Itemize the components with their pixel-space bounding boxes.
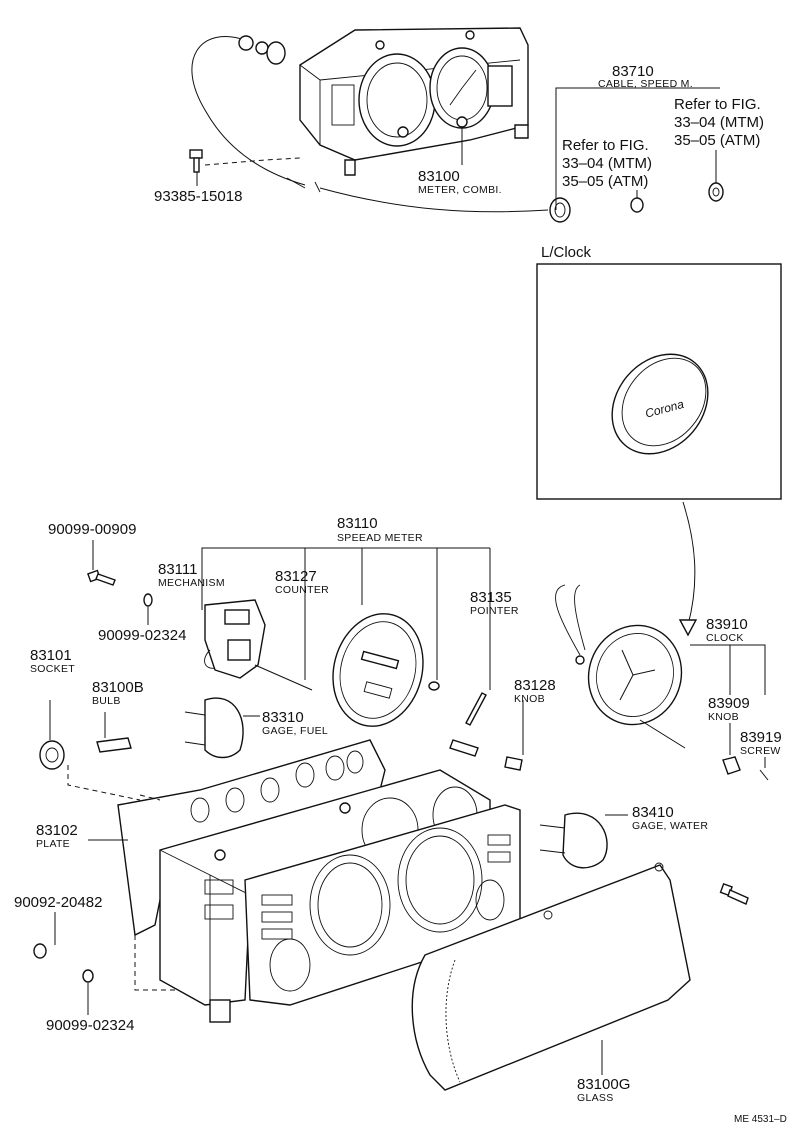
part-number-90092-20482: 90092-20482 bbox=[14, 894, 102, 911]
part-number-90099-00909: 90099-00909 bbox=[48, 521, 136, 538]
fig-reference-b-line1: Refer to FIG. bbox=[674, 96, 761, 113]
fig-reference-b-line3: 35–05 (ATM) bbox=[674, 132, 760, 149]
part-number-83909: 83909 bbox=[708, 695, 750, 712]
pointer-83135-icon bbox=[465, 692, 487, 726]
part-caption-83100G: GLASS bbox=[577, 1092, 614, 1104]
bulb-83100b-icon bbox=[96, 737, 132, 753]
part-caption-83102: PLATE bbox=[36, 838, 70, 850]
part-caption-83410: GAGE, WATER bbox=[632, 820, 708, 832]
glass-83100g-icon bbox=[411, 862, 691, 1091]
part-number-83919: 83919 bbox=[740, 729, 782, 746]
knob-83909-icon bbox=[722, 756, 741, 775]
part-caption-83100B: BULB bbox=[92, 695, 121, 707]
part-caption-83100: METER, COMBI. bbox=[418, 184, 502, 196]
fig-reference-b-line2: 33–04 (MTM) bbox=[674, 114, 764, 131]
part-number-83135: 83135 bbox=[470, 589, 512, 606]
part-number-83127: 83127 bbox=[275, 568, 317, 585]
part-number-83100G: 83100G bbox=[577, 1076, 630, 1093]
grommet-icon bbox=[708, 182, 724, 202]
part-caption-83710: CABLE, SPEED M. bbox=[598, 78, 693, 90]
socket-83101-icon bbox=[39, 740, 65, 770]
l-clock-title: L/Clock bbox=[541, 244, 592, 261]
fig-reference-a-line2: 33–04 (MTM) bbox=[562, 155, 652, 172]
part-number-83128: 83128 bbox=[514, 677, 556, 694]
clock-83910-icon bbox=[555, 584, 686, 749]
glass-screw-icon bbox=[719, 882, 749, 905]
washer-icon bbox=[143, 593, 153, 607]
part-caption-83909: KNOB bbox=[708, 711, 739, 723]
mechanism-83111-icon bbox=[204, 599, 313, 691]
part-number-83710: 83710 bbox=[612, 63, 654, 80]
speedometer-dial-icon bbox=[332, 613, 424, 727]
bolt-93385-icon bbox=[189, 149, 203, 173]
grommet-icon bbox=[630, 197, 644, 213]
fig-reference-a-line1: Refer to FIG. bbox=[562, 137, 649, 154]
part-number-83111: 83111 bbox=[158, 561, 198, 578]
part-number-90099-02324-a: 90099-02324 bbox=[98, 627, 186, 644]
part-number-83110: 83110 bbox=[337, 515, 378, 532]
part-caption-83910: CLOCK bbox=[706, 632, 744, 644]
part-number-83102: 83102 bbox=[36, 822, 78, 839]
clock-cover-icon bbox=[611, 353, 709, 455]
part-caption-83110: SPEEAD METER bbox=[337, 532, 423, 544]
part-caption-83919: SCREW bbox=[740, 745, 781, 757]
part-caption-83135: POINTER bbox=[470, 605, 519, 617]
fig-reference-a-line3: 35–05 (ATM) bbox=[562, 173, 648, 190]
screw-90092-icon bbox=[33, 943, 47, 959]
screw-90099-00909-icon bbox=[87, 569, 116, 586]
speedometer-cable bbox=[191, 35, 571, 223]
part-number-83910: 83910 bbox=[706, 616, 748, 633]
fuel-gage-83310-icon bbox=[184, 697, 244, 759]
part-number-93385-15018: 93385-15018 bbox=[154, 188, 242, 205]
part-caption-83310: GAGE, FUEL bbox=[262, 725, 328, 737]
knob-83128-icon bbox=[449, 739, 523, 771]
part-number-90099-02324-b: 90099-02324 bbox=[46, 1017, 134, 1034]
part-caption-83127: COUNTER bbox=[275, 584, 329, 596]
part-caption-83101: SOCKET bbox=[30, 663, 75, 675]
combination-meter-assembly bbox=[299, 27, 529, 176]
part-number-83100B: 83100B bbox=[92, 679, 144, 696]
part-number-83100: 83100 bbox=[418, 168, 460, 185]
washer-icon bbox=[82, 969, 94, 983]
part-caption-83111: MECHANISM bbox=[158, 577, 225, 589]
water-gage-83410-icon bbox=[539, 812, 608, 869]
part-number-83310: 83310 bbox=[262, 709, 304, 726]
part-number-83101: 83101 bbox=[30, 647, 72, 664]
part-number-83410: 83410 bbox=[632, 804, 674, 821]
document-reference-code: ME 4531–D bbox=[734, 1114, 787, 1125]
dial-screw-icon bbox=[428, 681, 440, 691]
part-caption-83128: KNOB bbox=[514, 693, 545, 705]
